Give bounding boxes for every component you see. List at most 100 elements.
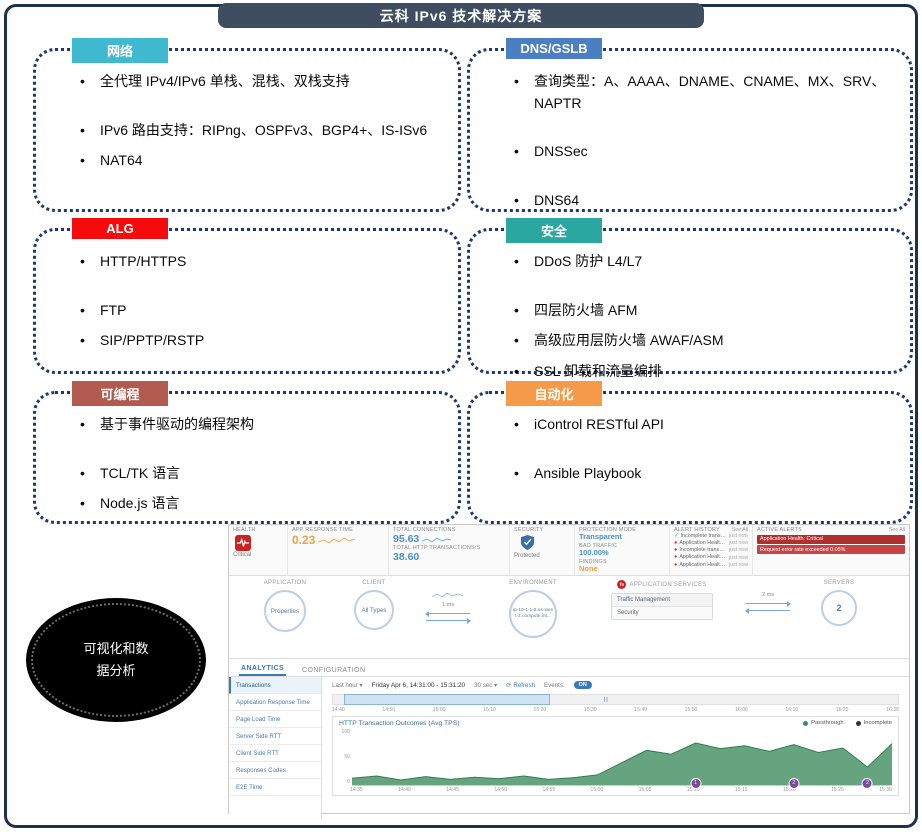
feature-box-security-label: 安全 [506, 218, 602, 243]
feature-list: 全代理 IPv4/IPv6 单栈、混栈、双栈支持 IPv6 路由支持：RIPng… [36, 71, 458, 172]
feature-list: 查询类型：A、AAAA、DNAME、CNAME、MX、SRV、NAPTR DNS… [470, 71, 910, 212]
feature-item: 查询类型：A、AAAA、DNAME、CNAME、MX、SRV、NAPTR [514, 71, 892, 114]
time-range-select[interactable]: Last hour ▾ [332, 681, 363, 689]
feature-item: DNS64 [514, 190, 892, 212]
feature-box-security: 安全 DDoS 防护 L4/L7 四层防火墙 AFM 高级应用层防火墙 AWAF… [467, 218, 913, 382]
servers-node[interactable]: 2 [821, 590, 857, 626]
topology-application: APPLICATION Properties [239, 580, 331, 632]
application-node[interactable]: Properties [264, 590, 306, 632]
x-tick: 14:35 [350, 786, 363, 793]
feature-box-dns-gslb-label: DNS/GSLB [506, 38, 602, 59]
active-alert-banner: Application Health: Critical [757, 534, 905, 544]
event-marker[interactable]: 2 [788, 777, 800, 789]
active-alert-banner: Request error rate exceeded 0.05% [757, 545, 905, 554]
total-http-value: 38.60 [393, 551, 420, 563]
active-alerts: ACTIVE ALERTS See All Application Health… [757, 527, 905, 554]
check-icon: ✓ [674, 533, 679, 539]
alert-history-item: ● Incomplete transaction rate exceeded 0… [674, 547, 748, 554]
link-traffic-sparkline [432, 592, 464, 598]
connections-sparkline [422, 536, 452, 543]
client-node[interactable]: All Types [354, 590, 394, 630]
sidebar-item-responses-codes[interactable]: Responses Codes [229, 762, 321, 779]
analytics-tabbar: ANALYTICS CONFIGURATION [229, 659, 909, 677]
latency-label: 2 ms [761, 592, 775, 598]
alert-history-item: ● Application Health: Critical just now [674, 540, 748, 547]
timeline-tick: 14:50 [382, 706, 396, 713]
service-item[interactable]: Traffic Management [612, 594, 712, 607]
feature-item: NAT64 [80, 150, 440, 172]
y-tick: 100 [341, 728, 351, 735]
timeline-ruler[interactable] [332, 694, 899, 705]
feature-box-network-label: 网络 [72, 38, 168, 63]
page-title: 云科 IPv6 技术解决方案 [218, 3, 704, 28]
y-tick: 0 [347, 778, 350, 785]
response-time-sparkline [318, 537, 356, 544]
events-toggle[interactable]: ON [573, 681, 592, 689]
feature-item: IPv6 路由支持：RIPng、OSPFv3、BGP4+、IS-ISv6 [80, 120, 440, 142]
sidebar-item-app-response-time[interactable]: Application Response Time [229, 694, 321, 711]
metrics-bar: HEALTH Critical APP RESPONSE TIME 0.23 T… [229, 525, 909, 576]
x-tick: 14:55 [542, 786, 556, 793]
alert-history-item: ● Application Health: Critical just now [674, 554, 748, 561]
timeline-tick: 16:00 [735, 706, 748, 713]
refresh-button[interactable]: ⟳ Refresh [506, 681, 536, 689]
x-tick: 15:00 [590, 786, 604, 793]
interval-select[interactable]: 30 sec ▾ [474, 681, 498, 689]
feature-box-automation-label: 自动化 [506, 381, 602, 406]
feature-box-alg: ALG HTTP/HTTPS FTP SIP/PPTP/RSTP [33, 218, 461, 374]
arrow-left-icon [745, 607, 790, 614]
sidebar-item-client-side-rtt[interactable]: Client Side RTT [229, 745, 321, 762]
topology-application-services: f5 APPLICATION SERVICES Traffic Manageme… [587, 580, 737, 620]
client-environment-link: 1 ms [417, 580, 479, 624]
x-tick: 14:50 [494, 786, 508, 793]
f5-analytics-dashboard: HEALTH Critical APP RESPONSE TIME 0.23 T… [228, 524, 910, 819]
event-marker[interactable]: 2 [861, 777, 873, 789]
feature-box-network: 网络 全代理 IPv4/IPv6 单栈、混栈、双栈支持 IPv6 路由支持：RI… [33, 38, 461, 212]
area-chart-plot[interactable]: 1 2 2 [352, 729, 892, 789]
timeline-tick: 15:30 [583, 706, 597, 713]
timeline-tick: 15:40 [634, 706, 647, 713]
topology-map: APPLICATION Properties CLIENT All Types … [229, 576, 909, 659]
arrow-right-icon [746, 600, 791, 607]
sidebar-item-transactions[interactable]: Transactions [229, 677, 321, 694]
x-tick: 15:05 [638, 786, 652, 793]
y-tick: 50 [344, 753, 350, 760]
environment-node[interactable]: ip-10-1-1-8.us-west-2.compute.int... [509, 590, 557, 638]
timeline-grip-icon[interactable] [604, 697, 610, 702]
timeline-tick: 16:10 [785, 706, 799, 713]
date-range-label: Friday Apr 6, 14:31:00 - 15:31:20 [371, 681, 466, 689]
tab-configuration[interactable]: CONFIGURATION [302, 667, 366, 674]
visualization-badge: 可视化和数 据分析 [26, 598, 206, 722]
arrow-left-icon [425, 610, 470, 617]
sidebar-item-page-load-time[interactable]: Page Load Time [229, 711, 321, 728]
refresh-icon: ⟳ [506, 681, 512, 689]
feature-list: 基于事件驱动的编程架构 TCL/TK 语言 Node.js 语言 [36, 414, 458, 515]
alert-history-item: ✓ Incomplete transaction rate dropped be… [674, 533, 748, 540]
feature-item: FTP [80, 300, 440, 322]
transaction-outcomes-chart: HTTP Transaction Outcomes (Avg TPS) Pass… [332, 715, 899, 796]
feature-item: iControl RESTful API [514, 414, 892, 436]
alert-dot-icon: ● [674, 540, 678, 547]
active-alerts-see-all-link[interactable]: See All [888, 527, 905, 533]
tab-analytics[interactable]: ANALYTICS [239, 662, 287, 676]
events-label: Events: [544, 681, 565, 689]
timeline-selection[interactable] [344, 694, 550, 705]
feature-item: SIP/PPTP/RSTP [80, 330, 440, 352]
y-axis-labels: 100 50 0 [335, 729, 352, 785]
alert-history-see-all-link[interactable]: See All [731, 527, 748, 533]
x-tick: 14:40 [398, 786, 411, 793]
legend-dot-incomplete [855, 720, 861, 726]
event-marker[interactable]: 1 [690, 777, 702, 789]
shield-icon [520, 535, 535, 550]
feature-item: 四层防火墙 AFM [514, 300, 892, 322]
sidebar-item-e2e-time[interactable]: E2E Time [229, 779, 321, 796]
timeline-tick: 16:20 [835, 706, 849, 713]
sidebar-item-server-side-rtt[interactable]: Server Side RTT [229, 728, 321, 745]
timeline-tick: 16:30 [886, 706, 899, 713]
feature-item: 全代理 IPv4/IPv6 单栈、混栈、双栈支持 [80, 71, 440, 93]
service-item[interactable]: Security [612, 607, 712, 619]
f5-logo-icon: f5 [617, 580, 627, 589]
alert-history: ALERT HISTORY See All ✓ Incomplete trans… [670, 525, 753, 575]
